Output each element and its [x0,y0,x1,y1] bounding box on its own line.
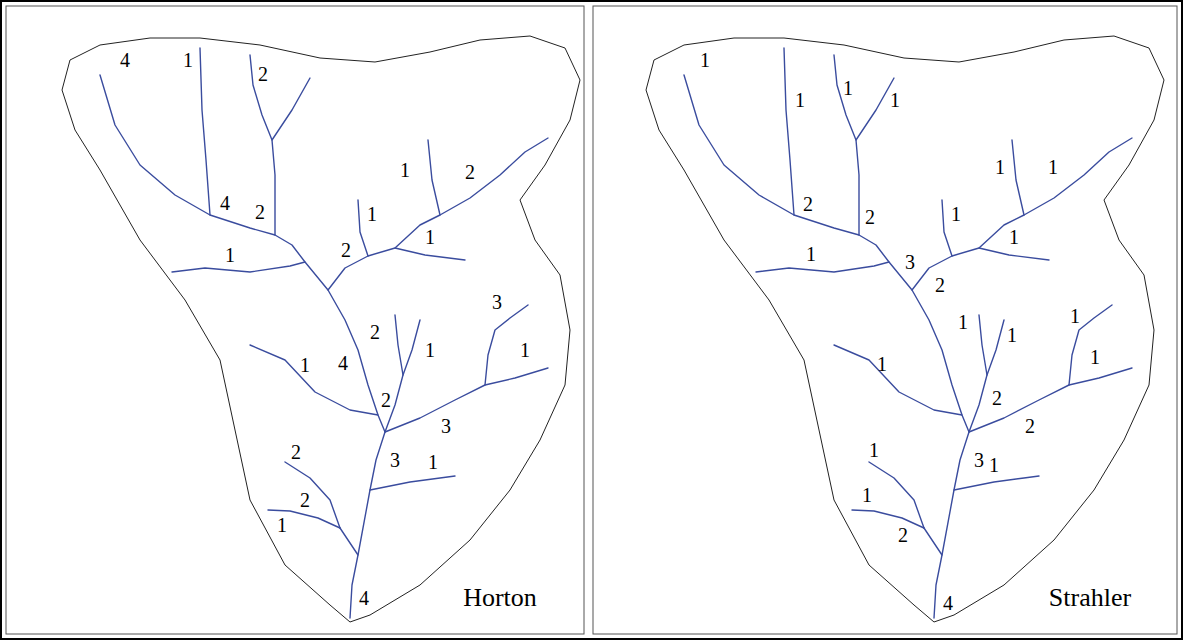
stream-order-number: 4 [943,593,953,613]
stream-order-number: 1 [989,455,999,475]
panel-title: Strahler [1049,585,1131,611]
stream-order-number: 1 [1009,227,1019,247]
stream-order-number: 1 [1070,306,1080,326]
stream [328,138,548,290]
stream-order-number: 1 [951,204,961,224]
stream-order-number: 1 [890,90,900,110]
stream [370,476,455,490]
stream-order-number: 1 [862,485,872,505]
stream-order-number: 2 [291,442,301,462]
stream-order-number: 1 [367,204,377,224]
stream-order-number: 2 [992,388,1002,408]
stream [385,315,403,432]
stream-order-number: 2 [465,162,475,182]
stream-order-number: 4 [359,588,369,608]
stream-order-number: 2 [370,322,380,342]
stream-order-number: 3 [905,252,915,272]
stream-order-number: 1 [995,157,1005,177]
stream-order-number: 2 [258,64,268,84]
stream [172,262,305,272]
stream-order-number: 2 [803,194,813,214]
stream-network [100,48,548,618]
stream-order-number: 4 [338,353,348,373]
stream-order-number: 3 [441,416,451,436]
drainage-basin [646,36,1164,622]
stream-order-number: 3 [390,450,400,470]
stream [385,305,528,432]
stream-order-number: 1 [300,355,310,375]
stream-order-number: 1 [425,227,435,247]
stream-order-number: 2 [1025,416,1035,436]
stream-order-number: 1 [1007,325,1017,345]
stream-order-number: 1 [877,354,887,374]
stream [285,462,340,528]
stream [250,345,378,415]
drainage-basin [62,36,580,622]
stream-order-number: 1 [425,340,435,360]
stream-order-number: 1 [183,50,193,70]
stream [358,200,368,256]
stream [200,48,210,215]
stream-order-number: 1 [843,78,853,98]
stream-order-number: 1 [806,244,816,264]
stream-order-number: 3 [974,450,984,470]
stream-order-number: 2 [865,207,875,227]
stream-order-number: 3 [492,292,502,312]
stream-order-number: 2 [255,202,265,222]
basin-outline [62,36,580,622]
stream-order-number: 2 [898,525,908,545]
panel-title: Horton [463,585,537,611]
stream-order-number: 1 [400,160,410,180]
stream-order-number: 1 [225,245,235,265]
stream-order-number: 1 [958,312,968,332]
stream-order-number: 1 [869,440,879,460]
panel-frame [593,6,1177,634]
stream [485,368,548,385]
stream-order-number: 2 [300,490,310,510]
stream-order-number: 4 [120,50,130,70]
stream-order-number: 1 [277,515,287,535]
stream-order-number: 1 [795,90,805,110]
stream [340,528,358,555]
stream-order-number: 1 [520,340,530,360]
panel-frame [6,6,584,634]
stream-order-number: 2 [935,275,945,295]
stream-order-number: 2 [381,390,391,410]
stream-order-number: 4 [220,193,230,213]
stream [100,75,385,618]
stream-order-number: 1 [700,50,710,70]
stream [272,78,310,140]
stream [250,55,275,235]
stream [395,248,465,260]
stream-order-number: 1 [428,452,438,472]
stream [403,320,420,375]
stream [428,140,440,215]
stream-order-number: 2 [341,240,351,260]
stream-order-number: 1 [1090,347,1100,367]
stream-order-number: 1 [1048,157,1058,177]
